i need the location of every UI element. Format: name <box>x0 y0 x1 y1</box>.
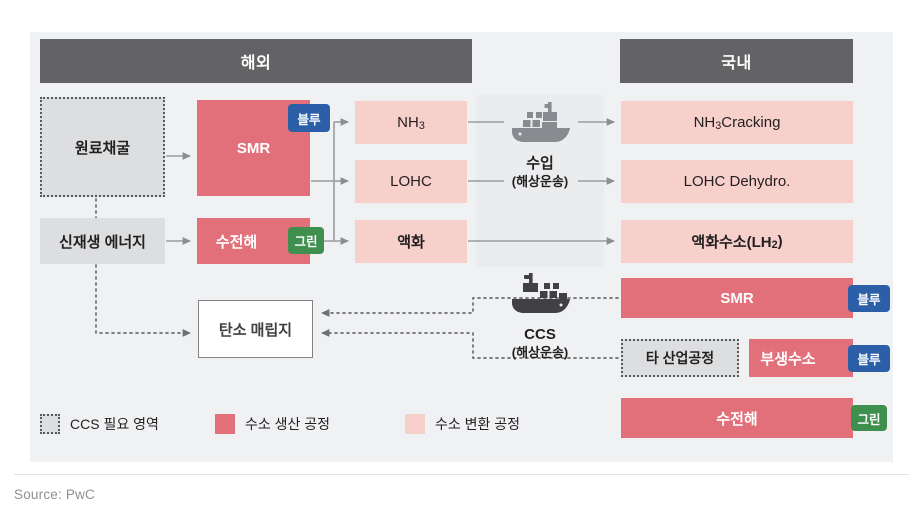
label-import-line1: 수입 <box>526 155 554 172</box>
legend-item-hydrogen-production: 수소 생산 공정 <box>215 414 330 434</box>
box-smr-domestic[interactable]: SMR <box>621 278 853 318</box>
box-electrolysis-overseas[interactable]: 수전해 <box>197 218 310 264</box>
box-nh3-subscript: 3 <box>418 119 425 132</box>
legend-item-hydrogen-conversion: 수소 변환 공정 <box>405 414 520 434</box>
box-lh2-pre: 액화수소(LH <box>691 234 772 251</box>
badge-blue-byproduct-hydrogen: 블루 <box>848 345 890 372</box>
label-ccs-line1: CCS <box>524 326 556 343</box>
cargo-ship-ccs-icon <box>512 273 570 313</box>
box-nh3-cracking-pre: NH <box>693 114 716 131</box>
legend-swatch-production <box>215 414 235 434</box>
box-nh3-cracking-sub: 3 <box>715 119 722 132</box>
badge-blue-smr-overseas: 블루 <box>288 104 330 132</box>
badge-blue-smr-domestic: 블루 <box>848 285 890 312</box>
footer-divider <box>14 474 909 475</box>
source-note: Source: PwC <box>14 487 95 502</box>
legend-swatch-conversion <box>405 414 425 434</box>
label-import-maritime: 수입 (해상운송) <box>489 155 591 190</box>
box-nh3-label: NH <box>397 114 419 131</box>
header-domestic: 국내 <box>620 39 853 83</box>
box-renewable-energy[interactable]: 신재생 에너지 <box>40 218 165 264</box>
box-lh2-post: ) <box>777 233 783 250</box>
box-electrolysis-overseas-label: 수전해 <box>215 233 258 251</box>
legend-label-hydrogen-production: 수소 생산 공정 <box>245 416 331 432</box>
box-electrolysis-domestic[interactable]: 수전해 <box>621 398 853 438</box>
badge-green-electrolysis-overseas: 그린 <box>288 227 324 254</box>
box-nh3-cracking-post: Cracking <box>721 114 781 131</box>
legend-item-ccs-required: CCS 필요 영역 <box>40 414 159 434</box>
label-import-line2: (해상운송) <box>511 173 569 189</box>
box-carbon-landfill[interactable]: 탄소 매립지 <box>198 300 313 358</box>
legend-label-ccs-required: CCS 필요 영역 <box>70 416 159 432</box>
box-byproduct-hydrogen[interactable]: 부생수소 <box>749 339 853 377</box>
box-byproduct-hydrogen-label: 부생수소 <box>760 350 816 368</box>
box-feedstock-extraction[interactable]: 원료채굴 <box>40 97 165 197</box>
label-ccs-line2: (해상운송) <box>511 344 569 360</box>
legend-swatch-dashed-gray <box>40 414 60 434</box>
cargo-ship-import-icon <box>512 102 570 142</box>
legend-label-hydrogen-conversion: 수소 변환 공정 <box>435 416 521 432</box>
label-ccs-maritime: CCS (해상운송) <box>489 326 591 361</box>
box-liquefaction-conversion[interactable]: 액화 <box>355 220 467 263</box>
box-lh2-sub: 2 <box>771 238 778 251</box>
box-other-industrial-process[interactable]: 타 산업공정 <box>621 339 739 377</box>
box-lohc-conversion[interactable]: LOHC <box>355 160 467 203</box>
badge-green-electrolysis-domestic: 그린 <box>851 405 887 431</box>
header-overseas: 해외 <box>40 39 472 83</box>
box-lohc-dehydro[interactable]: LOHC Dehydro. <box>621 160 853 203</box>
